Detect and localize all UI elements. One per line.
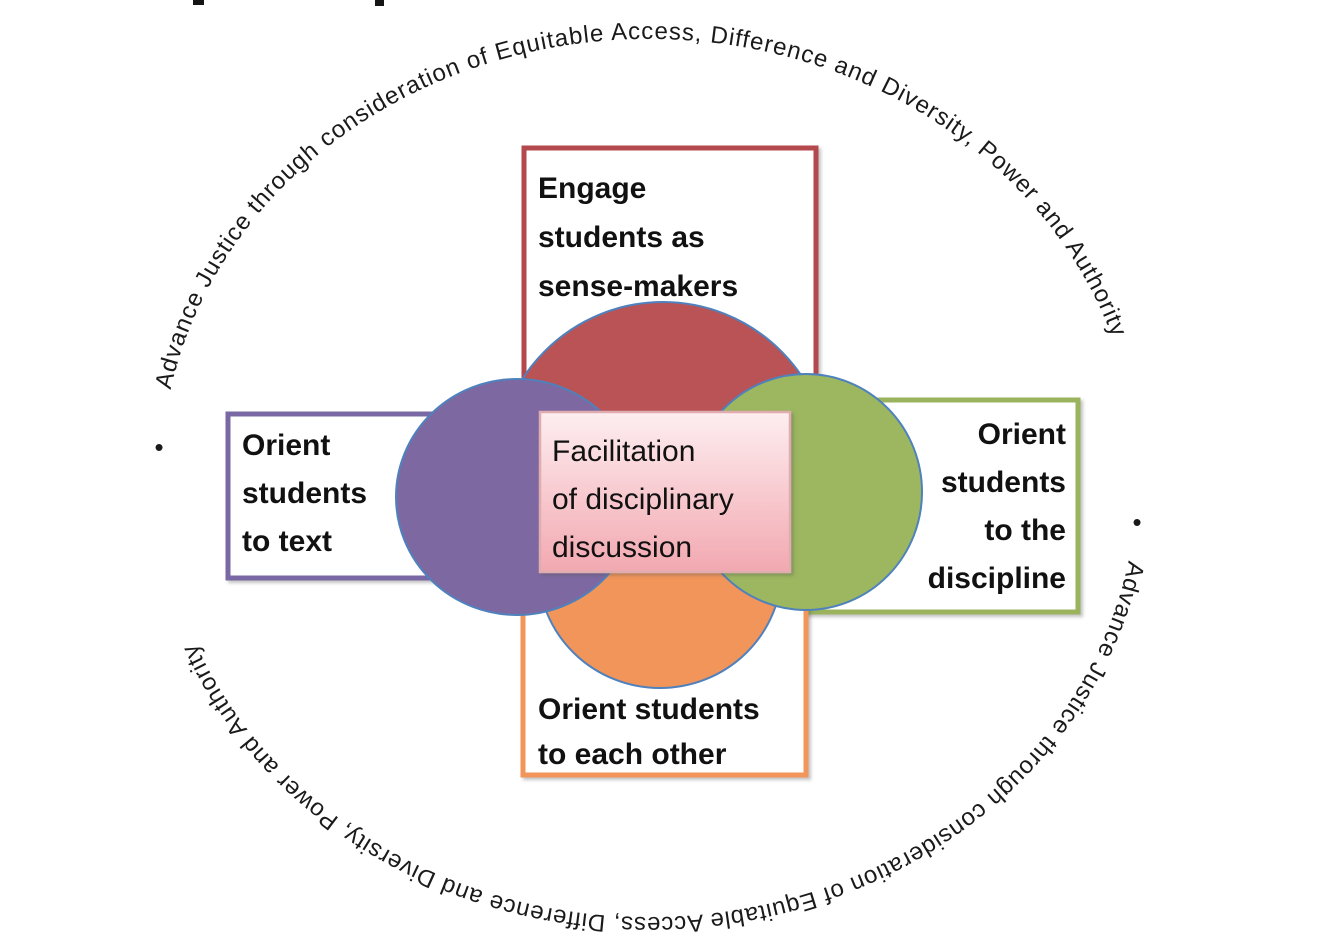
- right-box-label-line-4: discipline: [928, 562, 1066, 595]
- top-box-label-line-2: students as: [538, 221, 705, 254]
- bottom-box-label-line-2: to each other: [538, 738, 727, 771]
- center-box-label: Facilitation of disciplinary discussion: [552, 435, 734, 564]
- cropped-text-fragment: [375, 0, 384, 6]
- bottom-box-label: Orient students to each other: [538, 693, 760, 771]
- right-box-label-line-2: students: [941, 466, 1066, 499]
- cropped-text-fragment: [193, 0, 204, 5]
- center-box-label-line-1: Facilitation: [552, 435, 695, 468]
- left-box-label-line-1: Orient: [242, 429, 330, 462]
- center-box-label-line-3: discussion: [552, 531, 692, 564]
- bottom-box-label-line-1: Orient students: [538, 693, 760, 726]
- right-box-label-line-3: to the: [984, 514, 1066, 547]
- left-box-label-line-3: to text: [242, 525, 332, 558]
- center-box-label-line-2: of disciplinary: [552, 483, 734, 516]
- left-box-label-line-2: students: [242, 477, 367, 510]
- left-box-label: Orient students to text: [242, 429, 367, 558]
- right-box-label: Orient students to the discipline: [928, 418, 1066, 595]
- ring-bullet-left: •: [154, 432, 163, 462]
- top-box-label: Engage students as sense-makers: [538, 172, 738, 303]
- top-box-label-line-1: Engage: [538, 172, 646, 205]
- top-box-label-line-3: sense-makers: [538, 270, 738, 303]
- right-box-label-line-1: Orient: [978, 418, 1066, 451]
- ring-bullet-right: •: [1132, 507, 1141, 537]
- center-facilitation-box: [538, 410, 792, 574]
